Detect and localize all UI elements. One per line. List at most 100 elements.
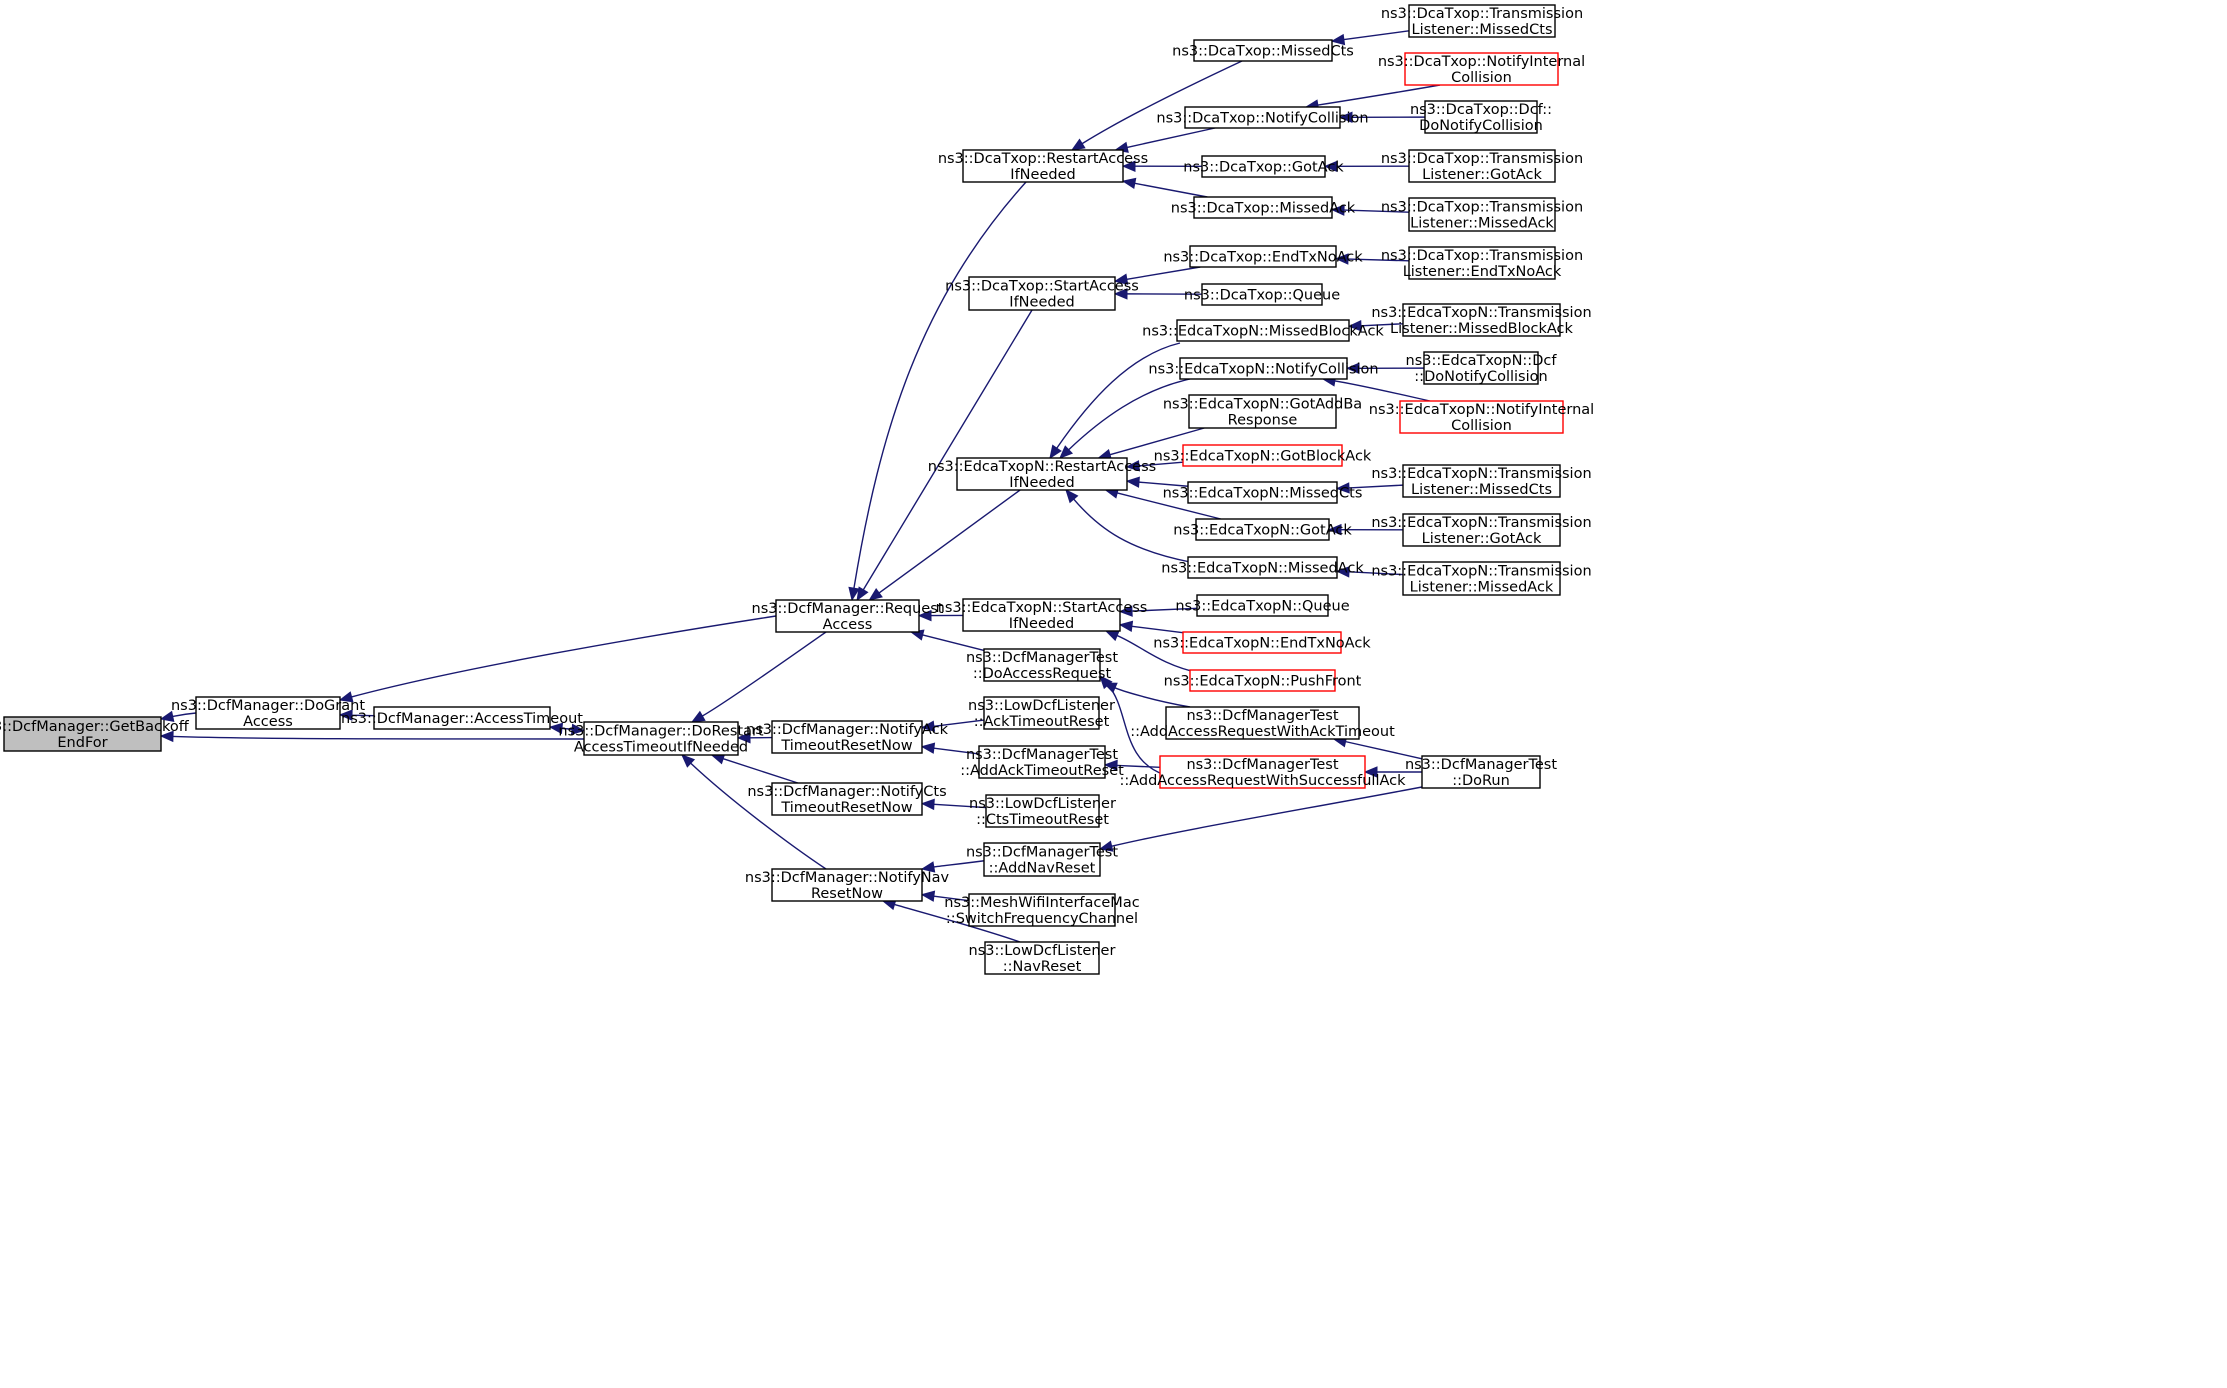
node-dca_dcf_donotify[interactable]: ns3::DcaTxop::Dcf::DoNotifyCollision — [1410, 100, 1552, 134]
node-edca_endtxnoack[interactable]: ns3::EdcaTxopN::EndTxNoAck — [1153, 631, 1371, 654]
node-dca_tl_missedack[interactable]: ns3::DcaTxop::TransmissionListener::Miss… — [1381, 197, 1583, 232]
node-box[interactable] — [1184, 106, 1341, 129]
node-box[interactable] — [1188, 394, 1337, 429]
node-box[interactable] — [983, 648, 1101, 682]
node-box[interactable] — [983, 842, 1101, 877]
node-dca_tl_endtxnoack[interactable]: ns3::DcaTxop::TransmissionListener::EndT… — [1381, 246, 1583, 280]
node-box[interactable] — [984, 941, 1100, 975]
node-mesh_switch[interactable]: ns3::MeshWifiInterfaceMac::SwitchFrequen… — [944, 893, 1140, 927]
node-box[interactable] — [985, 794, 1100, 828]
node-box[interactable] — [1402, 513, 1561, 547]
node-box[interactable] — [1176, 319, 1350, 342]
node-edca_missedblockack[interactable]: ns3::EdcaTxopN::MissedBlockAck — [1142, 319, 1384, 342]
node-box[interactable] — [1179, 357, 1348, 380]
node-edca_pushfront[interactable]: ns3::EdcaTxopN::PushFront — [1164, 669, 1362, 692]
node-dca_tl_missedcts[interactable]: ns3::DcaTxop::TransmissionListener::Miss… — [1381, 4, 1583, 38]
node-box[interactable] — [1187, 481, 1338, 504]
node-box[interactable] — [968, 893, 1116, 927]
node-dca_notifycoll[interactable]: ns3::DcaTxop::NotifyCollision — [1156, 106, 1369, 129]
node-dorestart[interactable]: ns3::DcfManager::DoRestartAccessTimeoutI… — [558, 721, 764, 756]
node-edca_missedcts[interactable]: ns3::EdcaTxopN::MissedCts — [1163, 481, 1363, 504]
node-edca_tl_missedblockack[interactable]: ns3::EdcaTxopN::TransmissionListener::Mi… — [1371, 303, 1592, 337]
node-box[interactable] — [1195, 518, 1330, 541]
node-box[interactable] — [1423, 351, 1539, 385]
node-box[interactable] — [1408, 4, 1556, 38]
node-box[interactable] — [771, 868, 923, 902]
node-box[interactable] — [1421, 755, 1541, 789]
node-box[interactable] — [1189, 669, 1336, 692]
node-test_addnav[interactable]: ns3::DcfManagerTest::AddNavReset — [966, 842, 1118, 877]
node-dca_queue[interactable]: ns3::DcaTxop::Queue — [1184, 283, 1340, 306]
node-test_dorun[interactable]: ns3::DcfManagerTest::DoRun — [1405, 755, 1557, 789]
node-box[interactable] — [1193, 196, 1333, 219]
node-box[interactable] — [1182, 631, 1342, 654]
node-box[interactable] — [1399, 400, 1564, 434]
node-dca_tl_gotack[interactable]: ns3::DcaTxop::TransmissionListener::GotA… — [1381, 149, 1583, 183]
node-edca_missedack[interactable]: ns3::EdcaTxopN::MissedAck — [1161, 556, 1364, 579]
node-box[interactable] — [1424, 100, 1538, 134]
node-test_doaccess[interactable]: ns3::DcfManagerTest::DoAccessRequest — [966, 648, 1118, 682]
node-box[interactable] — [1189, 245, 1337, 268]
node-test_addack[interactable]: ns3::DcfManagerTest::AddAckTimeoutReset — [960, 745, 1124, 779]
node-box[interactable] — [771, 720, 923, 754]
node-box[interactable] — [1408, 246, 1556, 280]
node-dca_missedack[interactable]: ns3::DcaTxop::MissedAck — [1171, 196, 1356, 219]
node-edca_dcf_donotify[interactable]: ns3::EdcaTxopN::Dcf::DoNotifyCollision — [1406, 351, 1558, 385]
node-box[interactable] — [195, 696, 341, 730]
node-box[interactable] — [775, 599, 920, 633]
node-box[interactable] — [1402, 561, 1561, 596]
node-box[interactable] — [1165, 706, 1360, 740]
node-box[interactable] — [962, 598, 1121, 632]
node-notifyack[interactable]: ns3::DcfManager::NotifyAckTimeoutResetNo… — [746, 720, 949, 754]
node-box[interactable] — [1182, 444, 1343, 467]
node-dca_gotack[interactable]: ns3::DcaTxop::GotAck — [1183, 155, 1344, 178]
node-box[interactable] — [3, 716, 162, 752]
node-box[interactable] — [583, 721, 739, 756]
node-low_navreset[interactable]: ns3::LowDcfListener::NavReset — [969, 941, 1116, 975]
node-box[interactable] — [1201, 155, 1326, 178]
node-box[interactable] — [968, 276, 1116, 311]
node-box[interactable] — [1187, 556, 1338, 579]
node-accesstimeout[interactable]: ns3::DcfManager::AccessTimeout — [341, 706, 583, 730]
node-edca_tl_missedcts[interactable]: ns3::EdcaTxopN::TransmissionListener::Mi… — [1371, 464, 1592, 498]
node-low_ctstimeout[interactable]: ns3::LowDcfListener::CtsTimeoutReset — [969, 794, 1116, 828]
node-edca_queue[interactable]: ns3::EdcaTxopN::Queue — [1175, 594, 1350, 617]
node-box[interactable] — [983, 696, 1100, 730]
node-edca_gotblockack[interactable]: ns3::EdcaTxopN::GotBlockAck — [1154, 444, 1372, 467]
node-box[interactable] — [1201, 283, 1323, 306]
node-box[interactable] — [1402, 464, 1561, 498]
node-notifycts[interactable]: ns3::DcfManager::NotifyCtsTimeoutResetNo… — [747, 782, 947, 816]
node-box[interactable] — [1193, 39, 1333, 62]
node-edca_notifycoll[interactable]: ns3::EdcaTxopN::NotifyCollision — [1148, 357, 1379, 380]
node-edca_tl_missedack[interactable]: ns3::EdcaTxopN::TransmissionListener::Mi… — [1371, 561, 1592, 596]
node-box[interactable] — [1408, 197, 1556, 232]
node-box[interactable] — [1196, 594, 1329, 617]
node-test_addreqack[interactable]: ns3::DcfManagerTest::AddAccessRequestWit… — [1130, 706, 1395, 740]
node-box[interactable] — [978, 745, 1106, 779]
node-low_acktimeout[interactable]: ns3::LowDcfListener::AckTimeoutReset — [968, 696, 1115, 730]
node-box[interactable] — [1159, 755, 1366, 789]
node-box[interactable] — [956, 457, 1128, 491]
node-box[interactable] — [1402, 303, 1561, 337]
node-dca_endtxnoack[interactable]: ns3::DcaTxop::EndTxNoAck — [1163, 245, 1363, 268]
node-edca_tl_gotack[interactable]: ns3::EdcaTxopN::TransmissionListener::Go… — [1371, 513, 1592, 547]
node-box[interactable] — [962, 149, 1124, 183]
node-edca_gotack[interactable]: ns3::EdcaTxopN::GotAck — [1173, 518, 1352, 541]
node-test_addreqsucc[interactable]: ns3::DcfManagerTest::AddAccessRequestWit… — [1119, 755, 1406, 789]
node-box[interactable] — [373, 706, 551, 730]
node-box[interactable] — [771, 782, 923, 816]
node-dca_missedcts[interactable]: ns3::DcaTxop::MissedCts — [1172, 39, 1354, 62]
node-box[interactable] — [1408, 149, 1556, 183]
node-box[interactable] — [1404, 52, 1559, 86]
